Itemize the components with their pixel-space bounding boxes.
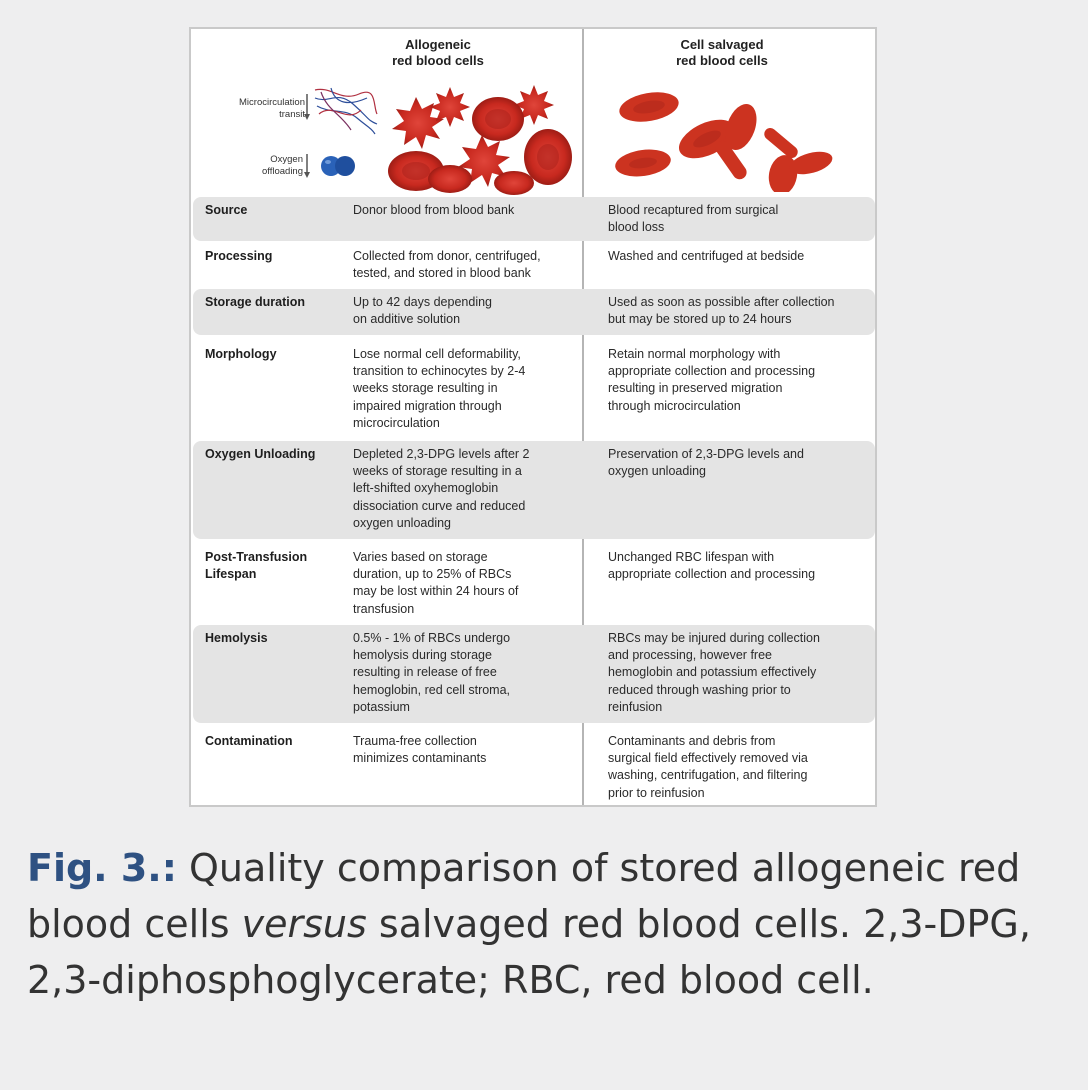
red-blood-cell-icon — [615, 92, 833, 192]
row-label: Storage duration — [205, 295, 306, 309]
figure-label: Fig. 3.: — [27, 846, 177, 890]
salvaged-cell: Contaminants and debris from surgical fi… — [608, 734, 808, 800]
oxygen-molecule-icon — [321, 156, 355, 176]
allogeneic-cell: Up to 42 days depending on additive solu… — [353, 295, 492, 327]
caption-italic-text: versus — [241, 902, 367, 946]
legend-illustration — [304, 87, 378, 178]
salvaged-rbc-illustration — [615, 92, 833, 192]
down-arrow-icon — [304, 154, 310, 178]
allogeneic-cell: Collected from donor, centrifuged, teste… — [353, 249, 541, 281]
salvaged-header: Cell salvaged red blood cells — [676, 37, 768, 68]
row-label: Post-Transfusion Lifespan — [205, 550, 308, 581]
row-label: Source — [205, 203, 248, 217]
caption-text: salvaged red blood cells. 2,3-DPG, 2,3-d… — [27, 902, 1031, 1002]
row-label: Processing — [205, 249, 273, 263]
table-row: Source Donor blood from blood bank Blood… — [193, 197, 875, 241]
oxygen-legend-label: Oxygen offloading — [261, 154, 303, 177]
allogeneic-cell: 0.5% - 1% of RBCs undergo hemolysis duri… — [353, 631, 511, 714]
row-label: Oxygen Unloading — [205, 447, 316, 461]
microcirculation-legend-label: Microcirculation transit — [239, 97, 305, 120]
allogeneic-cell: Donor blood from blood bank — [353, 203, 515, 217]
salvaged-cell: Washed and centrifuged at bedside — [608, 249, 805, 263]
table-row: Morphology Lose normal cell deformabilit… — [193, 341, 875, 437]
down-arrow-icon — [304, 94, 310, 120]
figure-panel: Allogeneic red blood cells Cell salvaged… — [189, 27, 877, 807]
microcirculation-vessels-icon — [314, 87, 378, 135]
allogeneic-rbc-illustration — [388, 85, 572, 195]
salvaged-cell: Used as soon as possible after collectio… — [608, 295, 835, 327]
allogeneic-cell: Lose normal cell deformability, transiti… — [353, 347, 526, 430]
column-divider — [582, 29, 584, 805]
salvaged-cell: Preservation of 2,3-DPG levels and oxyge… — [608, 447, 804, 479]
table-row: Storage duration Up to 42 days depending… — [193, 289, 875, 335]
row-label: Hemolysis — [205, 631, 268, 645]
row-label: Morphology — [205, 347, 277, 361]
row-label: Contamination — [205, 734, 293, 748]
allogeneic-cell: Depleted 2,3-DPG levels after 2 weeks of… — [353, 447, 530, 530]
salvaged-cell: RBCs may be injured during collection an… — [608, 631, 820, 714]
allogeneic-header: Allogeneic red blood cells — [392, 37, 484, 68]
table-row: Processing Collected from donor, centrif… — [193, 243, 875, 289]
allogeneic-cell: Varies based on storage duration, up to … — [353, 550, 519, 616]
caption-text: Quality comparison of stored allogeneic … — [27, 846, 1021, 946]
table-row: Oxygen Unloading Depleted 2,3-DPG levels… — [193, 441, 875, 539]
salvaged-cell: Blood recaptured from surgical blood los… — [608, 203, 779, 235]
figure-caption: Fig. 3.: Quality comparison of stored al… — [27, 840, 1067, 1008]
table-row: Post-Transfusion Lifespan Varies based o… — [193, 544, 875, 624]
table-row: Contamination Trauma-free collection min… — [193, 728, 875, 804]
echinocyte-icon — [392, 85, 554, 187]
salvaged-cell: Retain normal morphology with appropriat… — [608, 347, 816, 413]
red-blood-cell-icon — [388, 97, 572, 195]
salvaged-cell: Unchanged RBC lifespan with appropriate … — [608, 550, 816, 582]
table-row: Hemolysis 0.5% - 1% of RBCs undergo hemo… — [193, 625, 875, 723]
allogeneic-cell: Trauma-free collection minimizes contami… — [353, 734, 487, 766]
